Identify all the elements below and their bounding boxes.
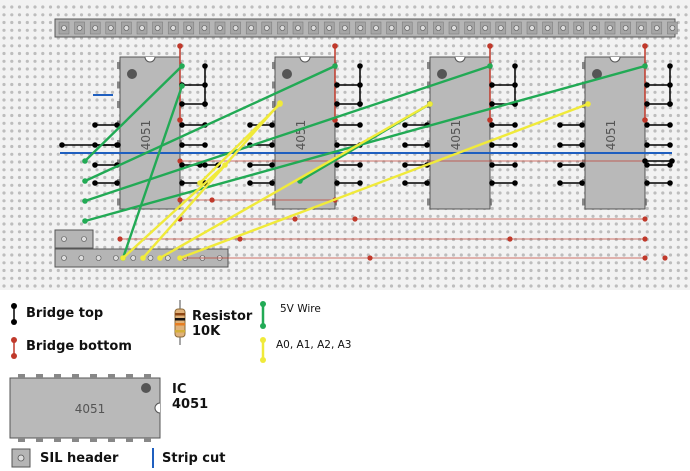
bridge bbox=[202, 63, 208, 107]
bridge bbox=[489, 122, 518, 128]
5v-wire bbox=[82, 63, 493, 204]
bridge bbox=[489, 142, 518, 148]
bridge-end bbox=[237, 236, 243, 242]
bridge bbox=[247, 162, 275, 168]
bridge bbox=[117, 236, 648, 242]
legend-ic-part: 4051 bbox=[172, 397, 209, 412]
bridge bbox=[59, 142, 121, 148]
bridge bbox=[334, 180, 363, 186]
legend-bridge-bottom-icon bbox=[11, 337, 17, 359]
bridge bbox=[644, 180, 673, 186]
address-wires bbox=[120, 100, 591, 261]
legend-sil-icon bbox=[11, 448, 31, 468]
ic-chip: 4051 bbox=[272, 56, 337, 210]
legend-5v-wire-icon bbox=[260, 301, 266, 329]
bridge bbox=[644, 82, 673, 88]
legend-ic-chip-label: 4051 bbox=[75, 402, 106, 416]
legend-address-wire-label: A0, A1, A2, A3 bbox=[276, 339, 352, 351]
legend-resistor-icon bbox=[174, 300, 186, 345]
legend-bridge-bottom-label: Bridge bottom bbox=[26, 339, 132, 354]
bridge-end bbox=[209, 197, 215, 203]
legend-resistor-value: 10K bbox=[192, 324, 221, 339]
address-wire bbox=[197, 101, 283, 186]
bridge bbox=[667, 63, 673, 107]
bridge bbox=[489, 162, 518, 168]
bridge-end bbox=[507, 236, 513, 242]
bridge bbox=[402, 142, 430, 148]
address-wire bbox=[157, 101, 433, 261]
bridge bbox=[334, 162, 363, 168]
ic-chip-label: 4051 bbox=[294, 120, 308, 151]
ic-chip-label: 4051 bbox=[139, 120, 153, 151]
bridge bbox=[642, 43, 648, 123]
legend-ic-label: IC bbox=[172, 382, 187, 397]
bridge bbox=[557, 162, 585, 168]
legend-5v-wire-label: 5V Wire bbox=[280, 303, 321, 315]
bridge bbox=[179, 142, 208, 148]
bridge bbox=[557, 142, 585, 148]
legend-bridge-top-label: Bridge top bbox=[26, 306, 104, 321]
ic-chip: 4051 bbox=[582, 56, 647, 210]
bridge bbox=[557, 122, 585, 128]
sil-header-top bbox=[54, 18, 678, 38]
bridge bbox=[489, 180, 518, 186]
bridge bbox=[644, 142, 673, 148]
address-wire bbox=[177, 101, 591, 261]
bridge bbox=[357, 63, 363, 107]
bridge bbox=[642, 158, 675, 164]
bridge-end bbox=[352, 216, 358, 222]
bridge bbox=[334, 122, 363, 128]
legend-sil-label: SIL header bbox=[40, 451, 119, 466]
ic-chip-label: 4051 bbox=[449, 120, 463, 151]
bridge bbox=[644, 122, 673, 128]
bridge bbox=[177, 216, 648, 222]
5v-wires bbox=[82, 63, 648, 261]
legend-address-wire-icon bbox=[260, 337, 266, 363]
bridge-end bbox=[367, 255, 373, 261]
5v-wire bbox=[82, 63, 185, 164]
legend-bridge-top-icon bbox=[11, 303, 17, 325]
bridge bbox=[92, 122, 120, 128]
ic-chip-label: 4051 bbox=[604, 120, 618, 151]
legend-ic-icon: 4051 bbox=[9, 374, 161, 442]
bridge bbox=[557, 180, 585, 186]
5v-wire bbox=[82, 63, 338, 184]
bridge-end bbox=[292, 216, 298, 222]
bridge bbox=[177, 43, 183, 123]
bridge bbox=[92, 180, 120, 186]
legend-strip-cut-label: Strip cut bbox=[162, 451, 226, 466]
bridge bbox=[489, 82, 518, 88]
bridge bbox=[402, 180, 430, 186]
legend-resistor-label: Resistor bbox=[192, 309, 253, 324]
ic-chip: 4051 bbox=[427, 56, 492, 210]
bridge bbox=[247, 180, 275, 186]
bridge-end bbox=[662, 255, 668, 261]
